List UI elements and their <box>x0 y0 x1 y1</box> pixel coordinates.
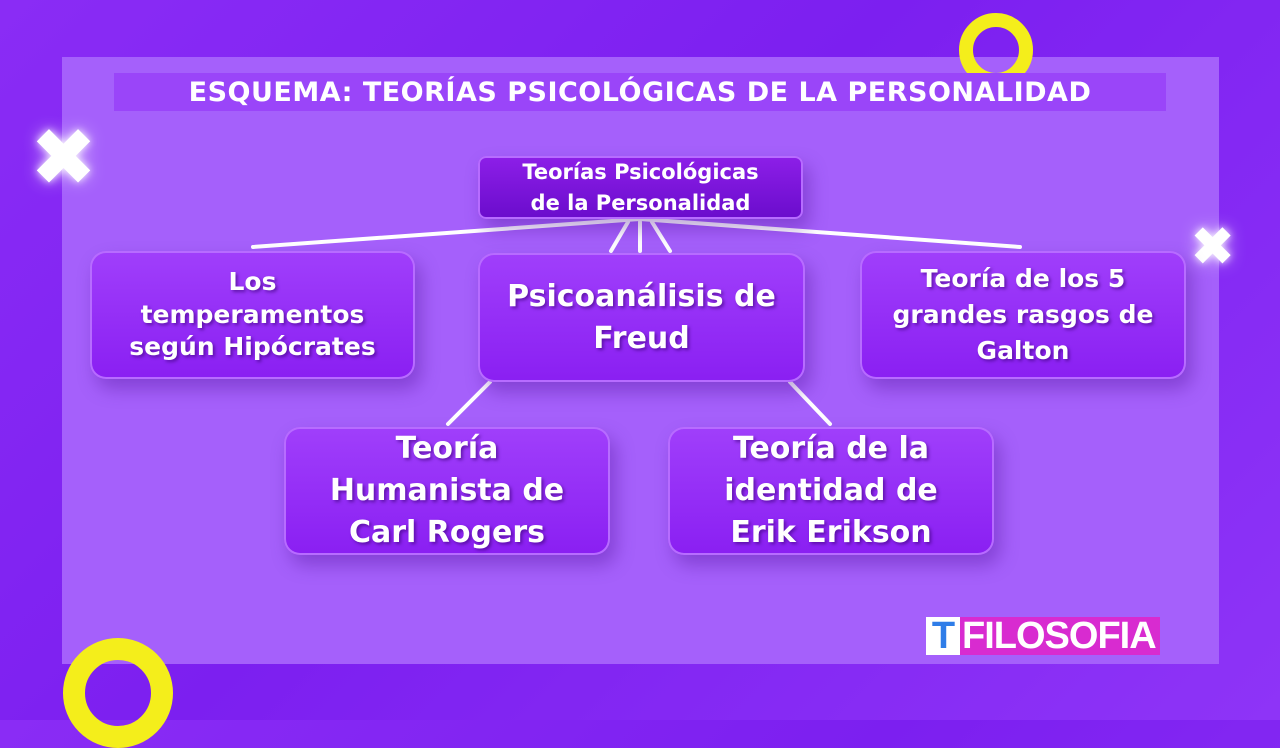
cross-icon: ✖ <box>1190 215 1236 278</box>
connector-root-right <box>638 217 1022 249</box>
node-label-line: Freud <box>593 320 690 356</box>
cross-icon: ✖ <box>30 111 98 204</box>
node-temperamentos: Los temperamentos según Hipócrates <box>90 251 415 379</box>
tfilosofia-logo: T FILOSOFIA <box>926 617 1160 655</box>
node-label-line: Humanista de <box>329 473 565 508</box>
logo-text: FILOSOFIA <box>960 617 1160 655</box>
node-psicoanalisis: Psicoanálisis de Freud <box>478 253 805 382</box>
node-humanista: Teoría Humanista de Carl Rogers <box>284 427 610 555</box>
node-label-line: Teoría de los 5 <box>920 263 1126 293</box>
connector-center-bl <box>446 380 492 426</box>
node-label-line: Carl Rogers <box>349 515 545 550</box>
root-node-line: de la Personalidad <box>530 190 751 215</box>
node-label-line: identidad de <box>724 473 938 508</box>
root-node: Teorías Psicológicas de la Personalidad <box>478 156 803 219</box>
node-label-line: según Hipócrates <box>129 332 376 362</box>
node-label-line: Psicoanálisis de <box>507 278 776 314</box>
node-label-line: Erik Erikson <box>730 515 932 550</box>
node-cinco-rasgos: Teoría de los 5 grandes rasgos de Galton <box>860 251 1186 379</box>
connector-center-br <box>788 380 832 426</box>
connector-root-center-a <box>609 220 630 253</box>
node-label-line: temperamentos <box>140 299 365 329</box>
node-label-line: Los <box>228 267 277 297</box>
page-title: ESQUEMA: TEORÍAS PSICOLÓGICAS DE LA PERS… <box>114 73 1166 111</box>
node-label-line: grandes rasgos de <box>892 299 1154 329</box>
connector-root-center-c <box>650 220 672 253</box>
node-label-line: Teoría <box>395 431 499 466</box>
logo-letter: T <box>926 617 960 655</box>
node-identidad: Teoría de la identidad de Erik Erikson <box>668 427 994 555</box>
connector-root-left <box>251 217 642 249</box>
node-label-line: Galton <box>976 336 1070 366</box>
connector-lines <box>251 217 1022 426</box>
node-label-line: Teoría de la <box>732 431 929 466</box>
root-node-line: Teorías Psicológicas <box>522 160 759 185</box>
